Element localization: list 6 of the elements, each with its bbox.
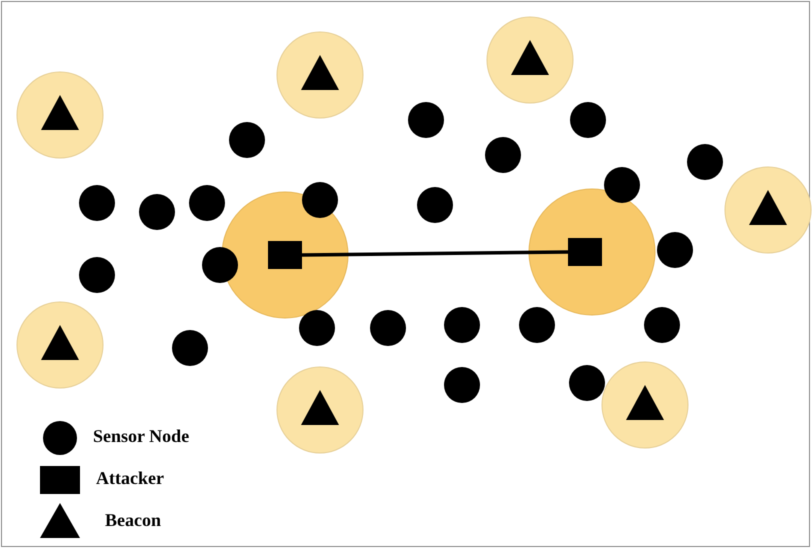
legend-label: Sensor Node [93,426,190,447]
attacker-square [268,241,302,269]
legend-label: Attacker [96,468,164,489]
legend-label: Beacon [105,510,161,531]
connection-line [302,250,568,257]
attacker-square [568,238,602,266]
